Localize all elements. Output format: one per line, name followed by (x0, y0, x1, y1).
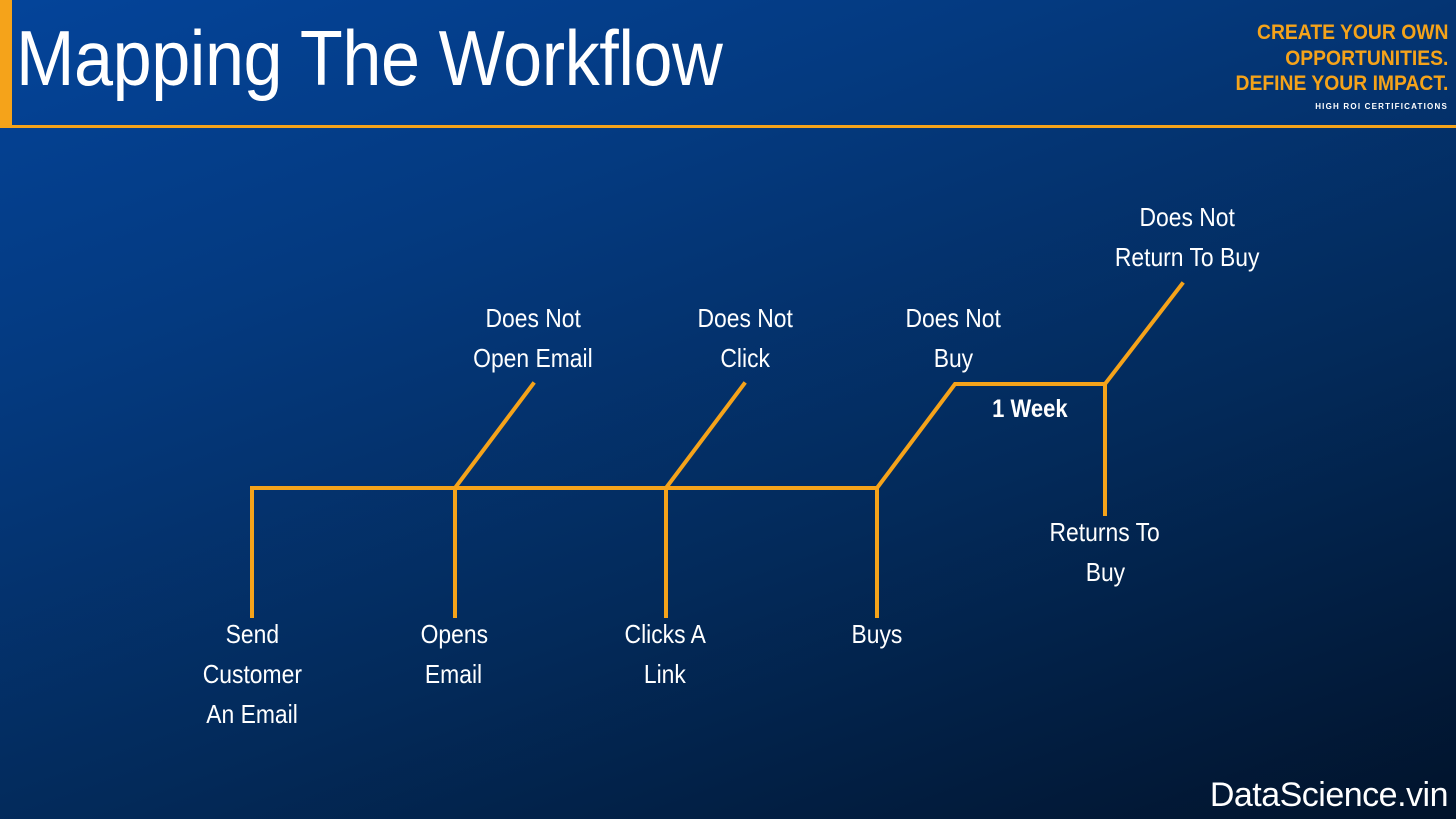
node-opens-email-line-2: Email (425, 659, 483, 689)
not-return-branch (1102, 281, 1185, 387)
node-returns-line-2: Buy (1085, 557, 1125, 587)
node-not-open: Does Not Open Email (433, 298, 633, 378)
node-clicks-link: Clicks A Link (565, 614, 765, 694)
node-opens-email-line-1: Opens (420, 619, 488, 649)
node-not-click-line-1: Does Not (697, 303, 793, 333)
node-clicks-link-line-1: Clicks A (624, 619, 706, 649)
node-not-open-line-1: Does Not (485, 303, 581, 333)
node-returns: Returns To Buy (1005, 512, 1205, 592)
node-buys: Buys (777, 614, 977, 654)
not-click-branch (663, 381, 747, 491)
node-not-open-line-2: Open Email (473, 343, 593, 373)
tagline-line-2: OPPORTUNITIES. (1284, 46, 1448, 70)
node-send-email-line-3: An Email (206, 699, 298, 729)
node-not-buy-line-1: Does Not (905, 303, 1001, 333)
node-not-return-line-1: Does Not (1139, 202, 1235, 232)
page-title: Mapping The Workflow (16, 14, 723, 102)
node-not-buy-line-2: Buy (933, 343, 973, 373)
tagline-line-3: DEFINE YOUR IMPACT. (1235, 72, 1448, 95)
wait-duration-label: 1 Week (970, 391, 1090, 427)
node-send-email-line-2: Customer (202, 659, 302, 689)
tagline: CREATE YOUR OWN OPPORTUNITIES. DEFINE YO… (1217, 20, 1448, 111)
node-send-email-line-1: Send (225, 619, 279, 649)
tagline-subtext: HIGH ROI CERTIFICATIONS (1315, 101, 1448, 111)
brand-watermark: DataScience.vin (1209, 776, 1449, 814)
node-not-click-line-2: Click (720, 343, 770, 373)
title-divider (0, 125, 1456, 128)
wait-duration-text: 1 Week (992, 395, 1068, 423)
not-open-branch (452, 381, 536, 491)
node-send-email: Send Customer An Email (152, 614, 352, 734)
node-not-return-line-2: Return To Buy (1114, 242, 1260, 272)
tagline-line-1: CREATE YOUR OWN (1256, 21, 1448, 44)
node-not-click: Does Not Click (645, 298, 845, 378)
node-buys-line-1: Buys (851, 619, 903, 649)
node-returns-line-1: Returns To (1049, 517, 1161, 547)
node-not-buy: Does Not Buy (853, 298, 1053, 378)
node-clicks-link-line-2: Link (644, 659, 686, 689)
node-opens-email: Opens Email (354, 614, 554, 694)
title-accent-bar (0, 0, 12, 127)
node-not-return: Does Not Return To Buy (1087, 197, 1287, 277)
